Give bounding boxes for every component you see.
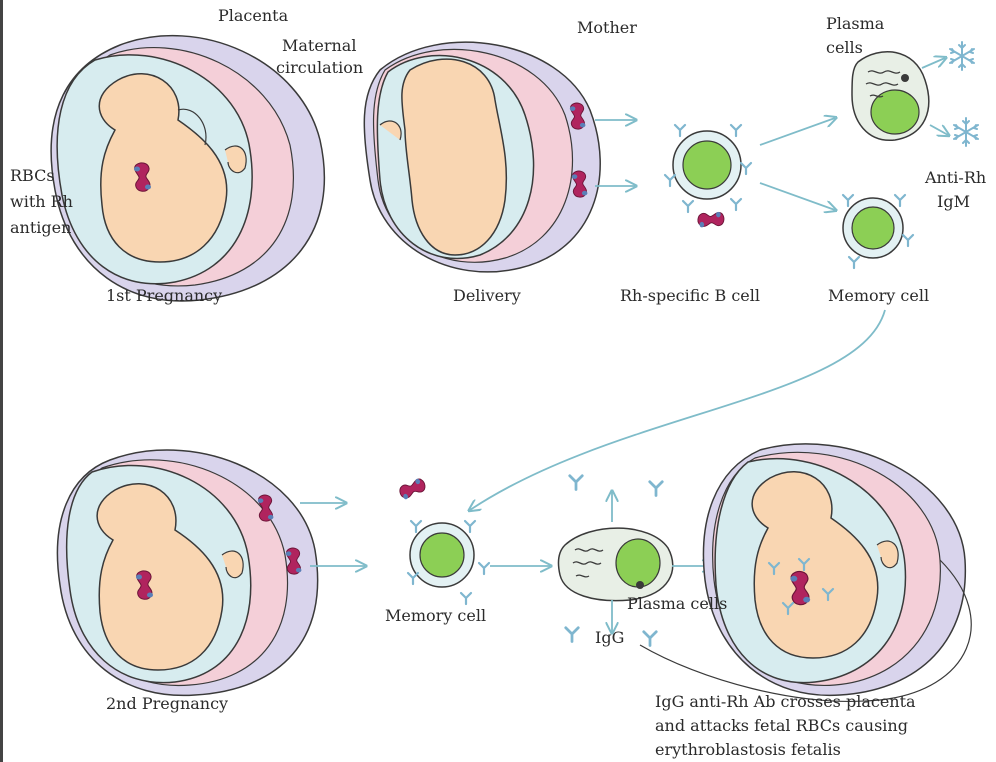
label-first-pregnancy: 1st Pregnancy [106, 286, 222, 306]
label-plasma-cells-bottom: Plasma cells [627, 594, 727, 614]
label-igm: IgM [937, 192, 970, 212]
caption-line-2: and attacks fetal RBCs causing [655, 716, 908, 736]
label-rh-b-cell: Rh-specific B cell [620, 286, 760, 306]
label-cells: cells [826, 38, 863, 58]
label-rbcs: RBCs [10, 166, 55, 186]
label-plasma: Plasma [826, 14, 884, 34]
label-placenta: Placenta [218, 6, 288, 26]
label-memory-cell-top: Memory cell [828, 286, 929, 306]
label-circulation: circulation [276, 58, 363, 78]
label-with-rh: with Rh [10, 192, 73, 212]
caption-line-3: erythroblastosis fetalis [655, 740, 841, 760]
label-memory-cell-bottom: Memory cell [385, 606, 486, 626]
label-maternal: Maternal [282, 36, 356, 56]
caption-line-1: IgG anti-Rh Ab crosses placenta [655, 692, 916, 712]
label-igg: IgG [595, 628, 624, 648]
label-antigen: antigen [10, 218, 71, 238]
label-anti-rh: Anti-Rh [925, 168, 986, 188]
label-second-pregnancy: 2nd Pregnancy [106, 694, 228, 714]
label-mother: Mother [577, 18, 637, 38]
label-delivery: Delivery [453, 286, 521, 306]
